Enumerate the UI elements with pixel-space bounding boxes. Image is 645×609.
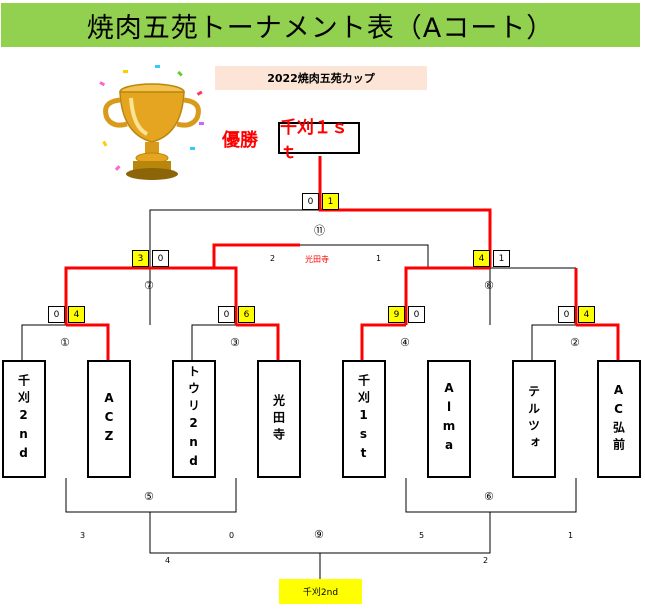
page-title: 焼肉五苑トーナメント表（Aコート）: [86, 12, 555, 44]
champion-box: 千刈１ｓｔ: [278, 118, 360, 163]
title-banner: 焼肉五苑トーナメント表（Aコート）: [1, 3, 640, 47]
m6-label: ⑥: [484, 490, 494, 503]
team-box: テルツォ: [512, 360, 556, 478]
team-box: トウリ2nd: [172, 360, 216, 478]
confetti: [99, 65, 204, 171]
m4-left-score: 9: [388, 306, 405, 323]
m5-right-score: 0: [229, 531, 235, 540]
sf-winner-note: 光田寺: [305, 255, 329, 264]
m7-label: ⑦: [144, 279, 154, 292]
m2-label: ②: [570, 336, 580, 349]
m6-left-score: 5: [419, 531, 425, 540]
team-box: Alma: [427, 360, 471, 478]
trophy-icon: [99, 65, 204, 180]
m11-left-score: 0: [302, 193, 319, 210]
sf-right-score: 1: [376, 254, 382, 263]
m9-right-score: 2: [483, 556, 489, 565]
m2-left-score: 0: [558, 306, 575, 323]
team-box: 千刈1st: [342, 360, 386, 478]
team-box: ACZ: [87, 360, 131, 478]
m6-right-score: 1: [568, 531, 574, 540]
subtitle: 2022焼肉五苑カップ: [215, 66, 427, 90]
m7-left-score: 3: [132, 250, 149, 267]
m8-label: ⑧: [484, 279, 494, 292]
m7-right-score: 0: [152, 250, 169, 267]
m3-label: ③: [230, 336, 240, 349]
sf-left-score: 2: [270, 254, 276, 263]
m9-label: ⑨: [314, 528, 324, 541]
m8-left-score: 4: [473, 250, 490, 267]
m4-label: ④: [400, 336, 410, 349]
team-box: 光田寺: [257, 360, 301, 478]
m11-right-score: 1: [322, 193, 339, 210]
m3-right-score: 6: [238, 306, 255, 323]
m4-right-score: 0: [408, 306, 425, 323]
m9-left-score: 4: [165, 556, 171, 565]
m3-left-score: 0: [218, 306, 235, 323]
m5-label: ⑤: [144, 490, 154, 503]
champion-label: 優勝: [222, 130, 258, 151]
m11-label: ⑪: [314, 224, 325, 237]
m8-right-score: 1: [493, 250, 510, 267]
m2-right-score: 4: [578, 306, 595, 323]
team-box: AC弘前: [597, 360, 641, 478]
m5-left-score: 3: [80, 531, 86, 540]
third-place-box: 千刈2nd: [279, 579, 362, 604]
m1-left-score: 0: [48, 306, 65, 323]
m1-label: ①: [60, 336, 70, 349]
team-box: 千刈2nd: [2, 360, 46, 478]
m1-right-score: 4: [68, 306, 85, 323]
